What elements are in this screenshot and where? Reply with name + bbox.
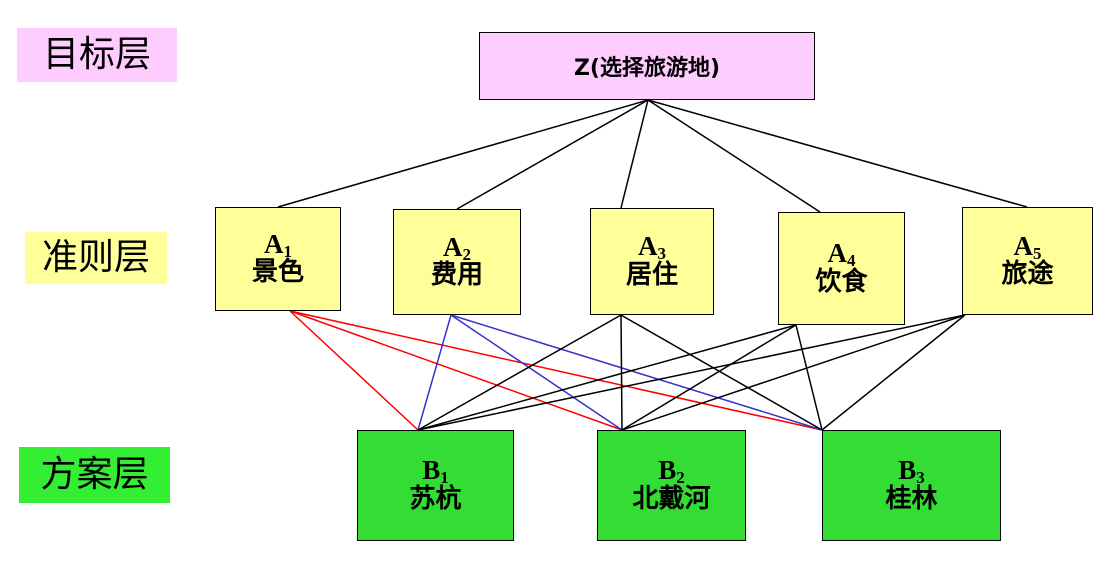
criterion-code: A4 [827,238,856,271]
link-goal-to-a1 [277,99,649,208]
alternative-name: 桂林 [885,483,938,514]
criterion-node-a1: A1 景色 [215,207,341,311]
link-a2-to-b1 [417,314,452,431]
link-a2-to-b2 [450,314,623,431]
link-a1-to-b2 [289,310,623,431]
link-goal-to-a5 [647,99,1028,208]
alternative-code: B3 [898,455,925,488]
criterion-node-a5: A5 旅途 [962,207,1093,315]
link-a5-to-b2 [621,314,966,431]
link-a2-to-b3 [450,314,823,431]
criterion-node-a3: A3 居住 [590,208,714,315]
criterion-node-a4: A4 饮食 [778,212,905,325]
link-a5-to-b3 [821,314,966,431]
link-a3-to-b3 [620,314,823,431]
link-a1-to-b1 [289,310,419,431]
alternative-node-b3: B3 桂林 [822,430,1001,541]
link-a5-to-b1 [417,314,966,431]
alternative-node-b2: B2 北戴河 [597,430,746,541]
alternative-node-b1: B1 苏杭 [357,430,514,541]
goal-node: Z(选择旅游地) [479,32,815,100]
criterion-name: 饮食 [815,266,868,297]
alternative-name: 北戴河 [632,483,711,514]
link-goal-to-a2 [456,99,649,210]
criterion-code: A3 [638,231,666,264]
criterion-name: 居住 [625,259,678,290]
criterion-name: 景色 [251,257,304,288]
link-a3-to-b1 [417,314,622,431]
criterion-node-a2: A2 费用 [393,209,521,315]
link-goal-to-a3 [620,99,649,209]
goal-title: Z(选择旅游地) [573,56,721,81]
criterion-name: 费用 [430,260,483,291]
alternative-code: B1 [422,455,449,488]
alternative-layer-label: 方案层 [19,447,170,503]
link-a4-to-b2 [621,324,797,431]
goal-layer-label: 目标层 [17,28,177,82]
criterion-code: A5 [1013,230,1042,263]
link-a1-to-b3 [289,310,823,431]
criteria-layer-label: 准则层 [25,232,167,284]
criterion-code: A2 [443,231,471,264]
link-a4-to-b3 [795,324,823,431]
link-a4-to-b1 [417,324,797,431]
criterion-name: 旅途 [1001,259,1054,290]
link-goal-to-a4 [647,99,821,213]
alternative-code: B2 [658,455,685,488]
alternative-name: 苏杭 [409,483,462,514]
criterion-code: A1 [264,228,292,261]
link-a3-to-b2 [620,314,623,431]
